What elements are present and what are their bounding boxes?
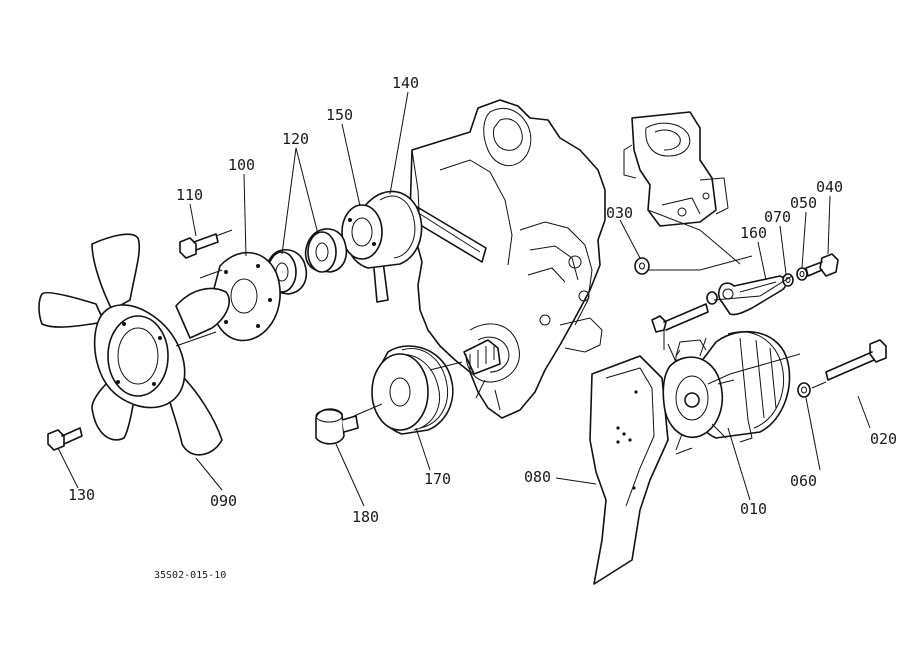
label-100: 100 [228, 156, 255, 174]
bolt-020 [825, 339, 887, 381]
crank-nose [463, 339, 501, 375]
label-110: 110 [176, 186, 203, 204]
label-040: 040 [816, 178, 843, 196]
label-170: 170 [424, 470, 451, 488]
washer-050 [796, 267, 808, 281]
label-050: 050 [790, 194, 817, 212]
label-030: 030 [606, 204, 633, 222]
drawing-reference: 35S02-015-10 [154, 570, 226, 581]
label-070: 070 [764, 208, 791, 226]
label-020: 020 [870, 430, 897, 448]
label-120: 120 [282, 130, 309, 148]
label-060: 060 [790, 472, 817, 490]
alternator-mount-bolt [651, 291, 718, 333]
adjusting-bar [717, 275, 787, 316]
fan-pulley [341, 190, 423, 269]
fan-bolt [179, 229, 233, 259]
alternator [662, 330, 791, 451]
label-010: 010 [740, 500, 767, 518]
engine-block [409, 99, 729, 419]
bolt-040 [805, 253, 839, 277]
leader-lines [57, 91, 871, 507]
cooling-fan [38, 233, 230, 456]
washer-030 [634, 257, 650, 275]
fan-bolt-lower [47, 427, 83, 451]
belt-cover [589, 355, 669, 585]
label-080: 080 [524, 468, 551, 486]
label-150: 150 [326, 106, 353, 124]
part-labels: 140 150 120 100 110 130 090 180 170 080 … [68, 74, 897, 526]
label-140: 140 [392, 74, 419, 92]
crank-bolt [315, 408, 359, 445]
label-180: 180 [352, 508, 379, 526]
washer-060 [797, 382, 811, 398]
assembly-lines [175, 209, 827, 455]
label-130: 130 [68, 486, 95, 504]
label-090: 090 [210, 492, 237, 510]
fan-spacer-plate [211, 251, 281, 342]
crankshaft-pulley [371, 345, 463, 435]
label-160: 160 [740, 224, 767, 242]
